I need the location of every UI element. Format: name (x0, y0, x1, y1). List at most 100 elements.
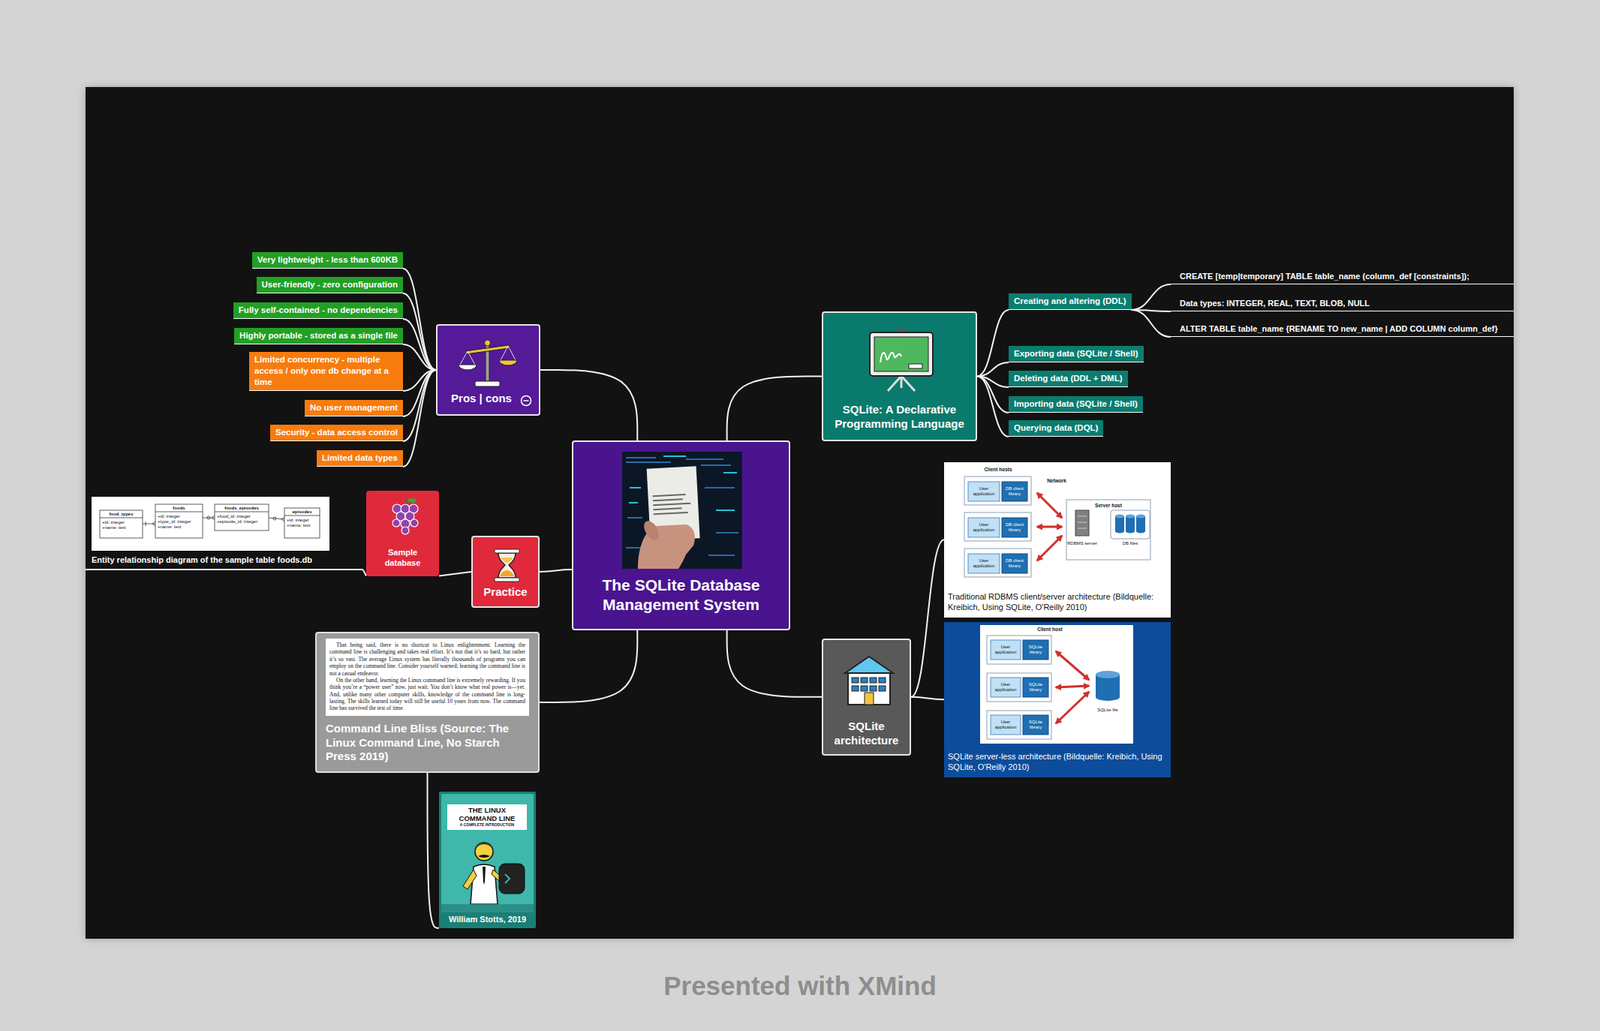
path-shape (880, 352, 902, 363)
line-shape (1037, 526, 1062, 529)
subtopic-tag: Querying data (DQL) (1008, 420, 1104, 437)
branch-connector (427, 772, 440, 929)
rect-shape (475, 381, 500, 387)
rect-shape (704, 487, 735, 489)
rect-shape (908, 363, 923, 369)
line-shape (1077, 516, 1087, 518)
line-shape (202, 517, 215, 519)
figure-label: User application (991, 644, 1020, 656)
figure-label: SQLite file (1088, 707, 1127, 713)
line-shape (1055, 685, 1089, 688)
rect-shape (860, 685, 868, 692)
rect-shape (441, 904, 534, 913)
main-topic: Pros | cons (436, 324, 541, 416)
branch-connector (911, 697, 945, 701)
figure-label: SQLite library (1023, 644, 1048, 656)
rect-shape (652, 502, 691, 507)
rect-shape (447, 804, 527, 831)
topic-text: Deleting data (DDL + DML) (1013, 372, 1123, 385)
figure-label: User application (968, 558, 999, 569)
rect-shape (494, 549, 520, 554)
subtopic-box: Sample database (366, 490, 440, 577)
figure-label: DB client library (1002, 558, 1027, 569)
rect-shape (990, 640, 1021, 660)
line-shape (284, 515, 320, 517)
rect-shape (864, 692, 874, 705)
pro-tag: User-friendly - zero configuration (256, 276, 404, 294)
line-shape (523, 400, 530, 402)
line-shape (900, 375, 903, 388)
line-shape (1055, 651, 1089, 680)
line-shape (145, 521, 147, 527)
ellipse-shape (1125, 529, 1135, 534)
circle-shape (273, 517, 277, 521)
image-topic: Traditional RDBMS client/server architec… (944, 462, 1171, 618)
topic-text: Limited concurrency - multiple access / … (254, 354, 398, 388)
connector-group (363, 268, 1171, 929)
figure-label: User application (991, 682, 1020, 693)
collapse-symbol (521, 396, 532, 407)
rect-shape (1110, 510, 1150, 539)
subtopic-tag: Exporting data (SQLite / Shell) (1008, 345, 1144, 363)
branch-connector (539, 569, 572, 572)
pro-tag: Very lightweight - less than 600KB (252, 252, 404, 269)
rect-shape (1022, 640, 1049, 660)
branch-connector (403, 369, 437, 467)
path-shape (499, 360, 518, 366)
topic-text: Limited data types (321, 452, 398, 464)
ellipse-shape (1136, 514, 1146, 519)
line-shape (211, 515, 215, 518)
con-tag: Limited data types (316, 450, 404, 467)
pro-tag: Highly portable - stored as a single fil… (234, 327, 404, 345)
subtopic-tag: Creating and altering (DDL) (1008, 293, 1132, 310)
rect-shape (878, 685, 886, 692)
figure-label: A COMPLETE INTRODUCTION (451, 823, 524, 828)
rect-shape (214, 504, 269, 531)
ellipse-shape (1115, 514, 1125, 519)
pro-tag: Fully self-contained - no dependencies (233, 302, 404, 319)
figure-label: episodes (285, 509, 320, 515)
topic-text: Fully self-contained - no dependencies (238, 304, 398, 316)
figure-label: SQLite library (1023, 682, 1048, 693)
branch-connector (539, 630, 638, 703)
topic-text: Creating and altering (DDL) (1013, 295, 1127, 307)
rect-shape (1001, 481, 1028, 502)
rect-shape (964, 548, 1032, 578)
rect-shape (466, 345, 510, 355)
main-topic: Practice (471, 535, 540, 608)
line-shape (500, 345, 509, 361)
branch-connector (1131, 309, 1171, 337)
line-shape (1037, 535, 1062, 561)
path-shape (501, 557, 513, 564)
line-shape (1037, 493, 1062, 518)
topic-text: SQLite: A Declarative Programming Langua… (827, 403, 972, 432)
rect-shape (851, 685, 859, 692)
central-topic: The SQLite Database Management System (571, 440, 791, 631)
branch-connector (977, 309, 1009, 377)
ellipse-shape (1095, 693, 1120, 701)
branch-connector (727, 376, 822, 442)
rect-shape (1125, 516, 1135, 532)
line-shape (214, 511, 269, 513)
photo-ground (622, 451, 743, 569)
rect-shape (652, 507, 682, 511)
figure-label: Network (1037, 478, 1076, 484)
topic-text: Traditional RDBMS client/server architec… (947, 591, 1167, 614)
line-shape (155, 511, 203, 513)
rect-shape (986, 673, 1052, 702)
rect-shape (663, 455, 686, 458)
branch-connector (403, 369, 437, 442)
ellipse-shape (407, 498, 417, 503)
branch-connector (727, 630, 822, 698)
line-shape (1077, 528, 1087, 530)
rect-shape (848, 673, 891, 705)
rect-shape (708, 554, 735, 557)
rect-shape (874, 336, 929, 372)
rect-shape (155, 504, 203, 539)
line-shape (281, 517, 285, 520)
serverless-figure (944, 622, 1171, 752)
branch-connector (403, 318, 437, 370)
con-tag: Security - data access control (270, 424, 404, 442)
figure-label: +id: integer (157, 514, 181, 520)
